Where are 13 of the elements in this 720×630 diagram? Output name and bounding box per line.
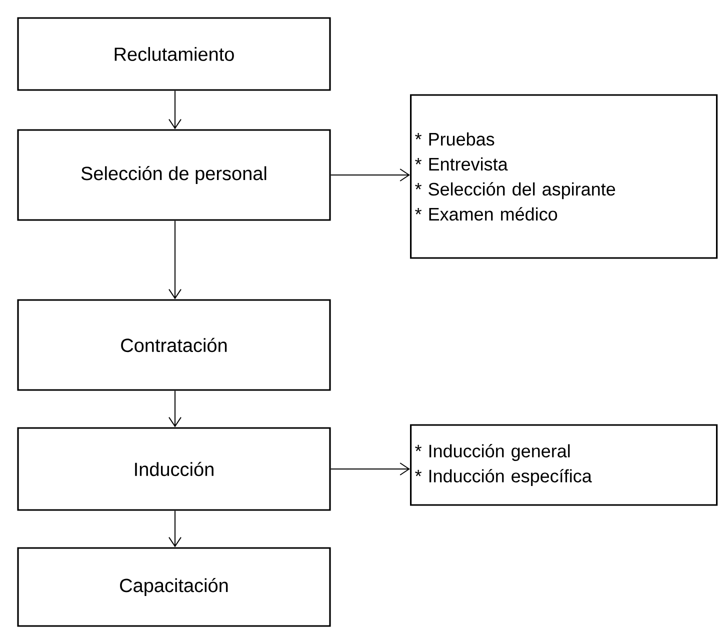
arrow [168,220,182,300]
list-box: * Pruebas * Entrevista * Selección del aspirante * Examen médico [410,94,718,259]
process-box: Capacitación [17,547,331,627]
process-box: Contratación [17,299,331,391]
arrow [168,390,182,428]
arrow [168,90,182,130]
process-box: Inducción [17,427,331,511]
process-box: Reclutamiento [17,17,331,91]
process-box: Selección de personal [17,129,331,221]
arrow [330,462,410,476]
list-box: * Inducción general * Inducción específica [410,424,718,506]
arrow [330,168,410,182]
arrow [168,510,182,548]
